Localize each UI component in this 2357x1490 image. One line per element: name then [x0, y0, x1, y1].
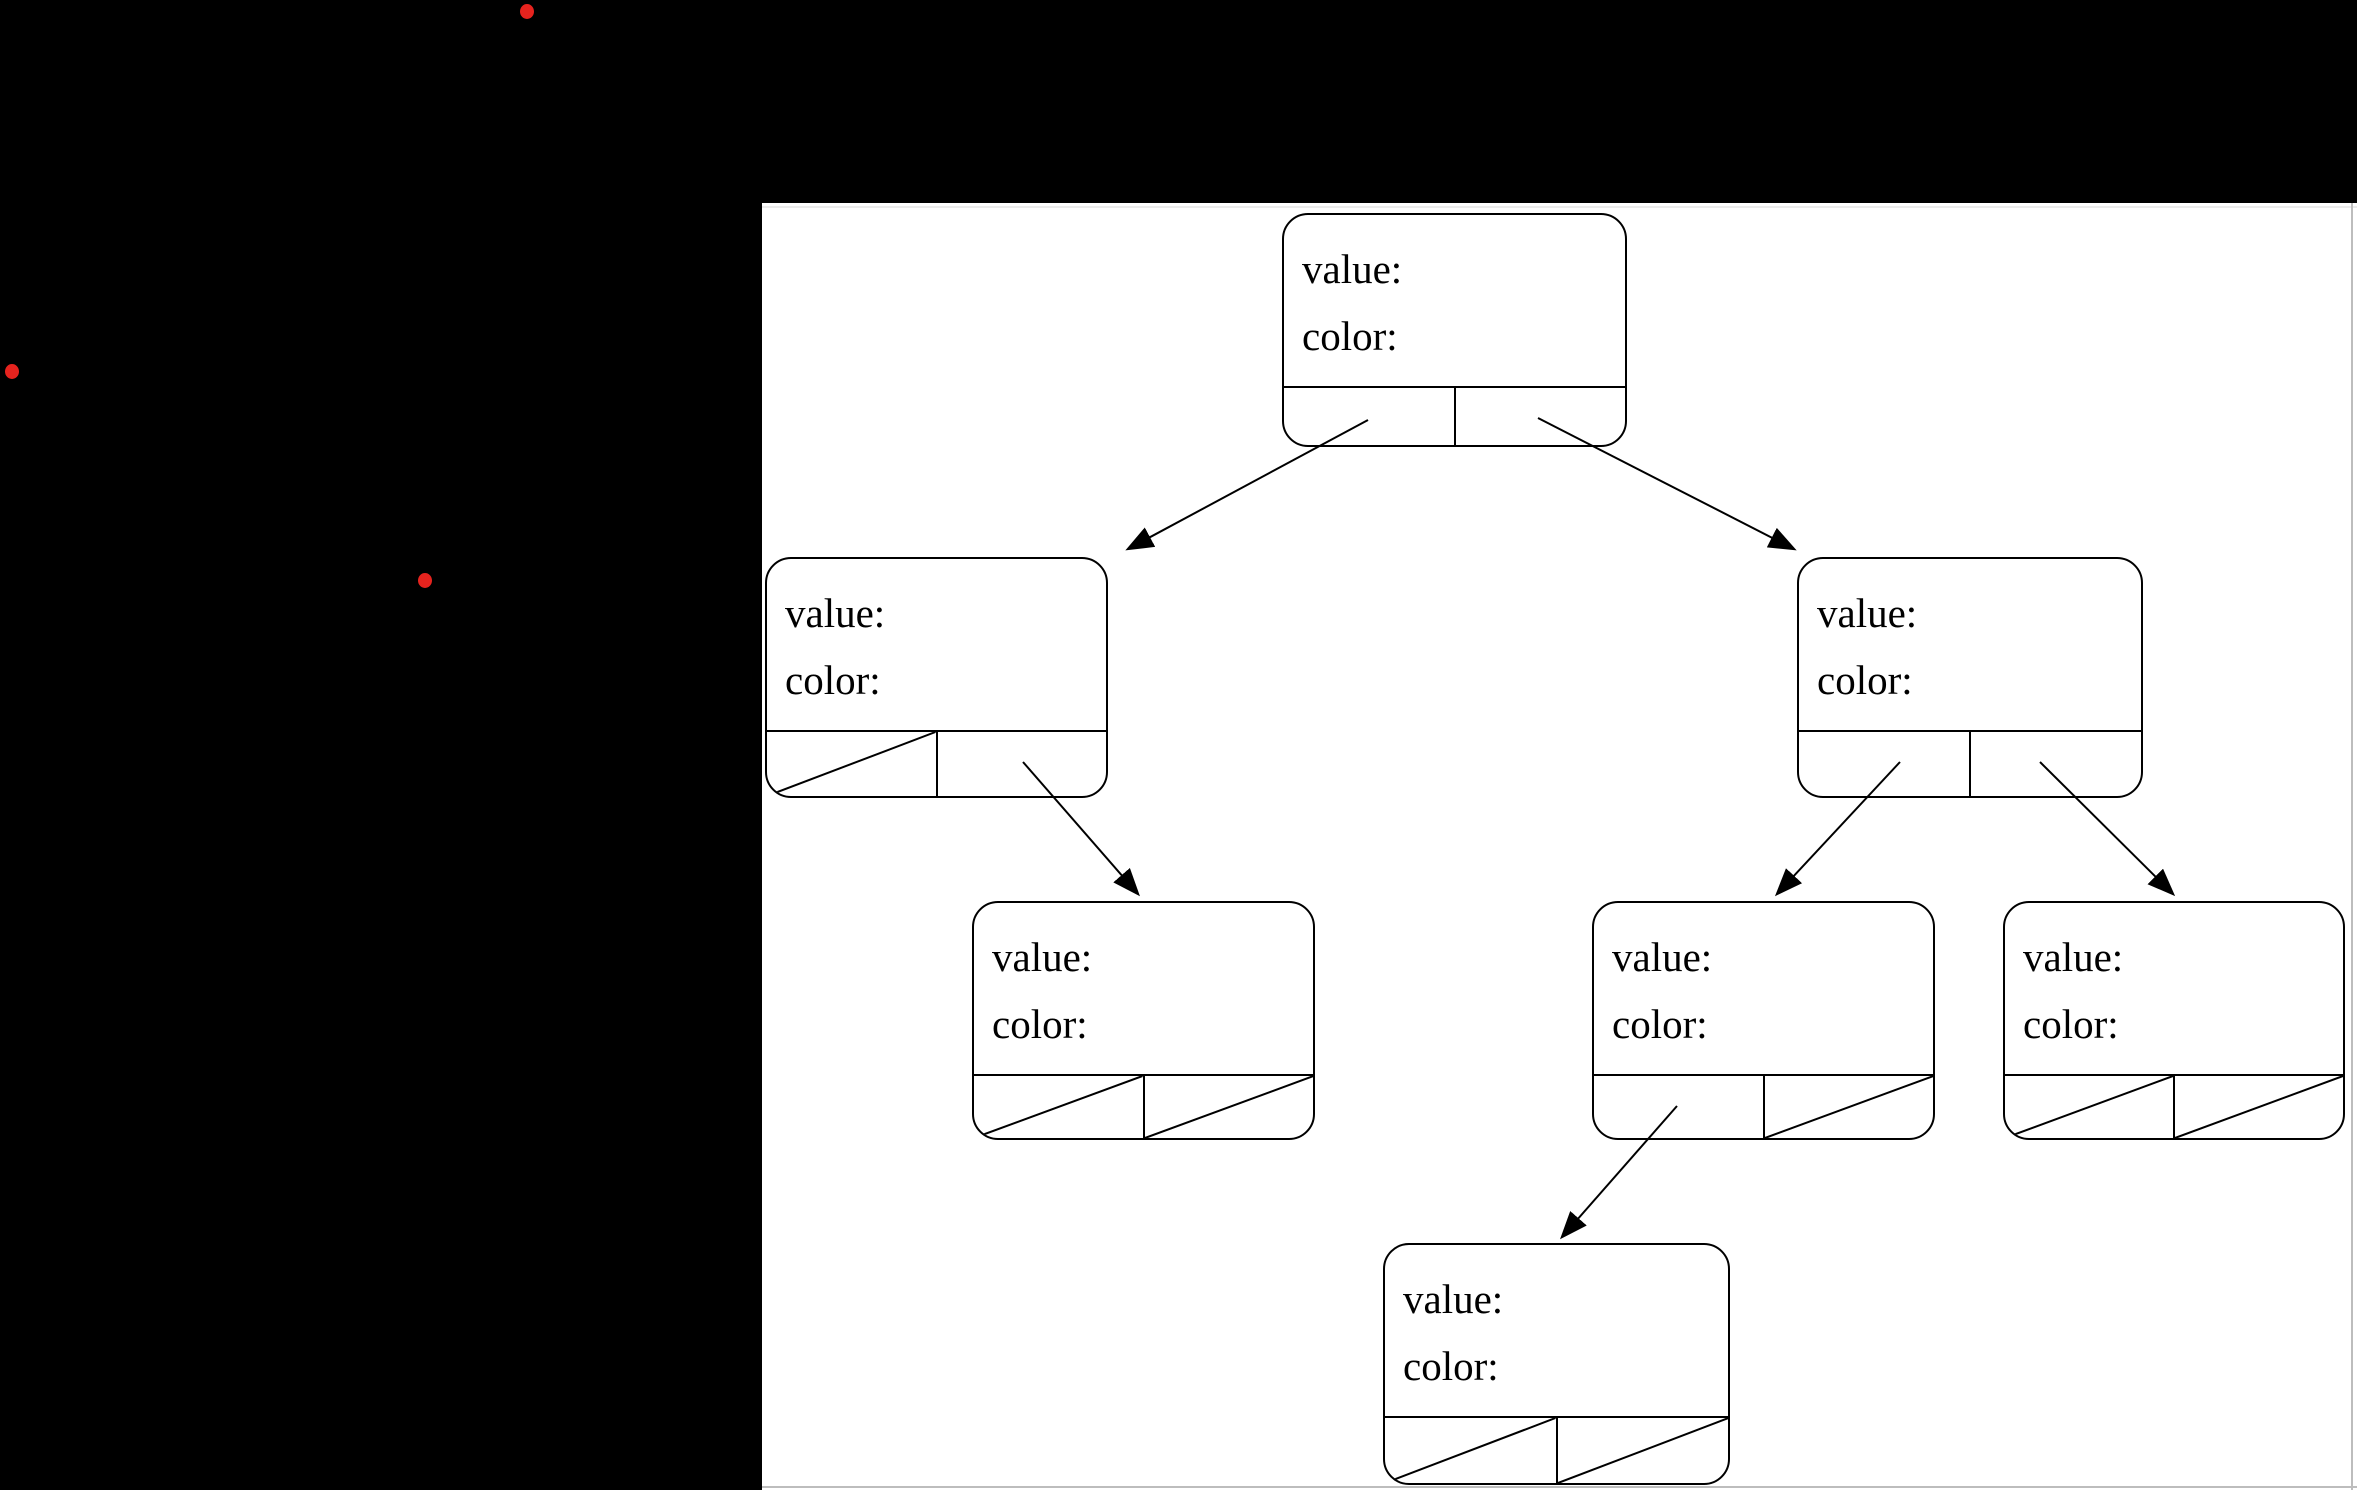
node-fields: value: color:	[1284, 215, 1625, 386]
null-pointer-slash	[2175, 1076, 2343, 1138]
value-field-label: value:	[2023, 934, 2124, 980]
node-fields: value: color:	[1385, 1245, 1728, 1416]
red-click-dot	[520, 4, 534, 19]
page-top-edge	[762, 206, 2357, 208]
tree-node-root: value: color:	[1282, 213, 1627, 447]
node-fields: value: color:	[1799, 559, 2141, 730]
null-pointer-slash	[1145, 1076, 1314, 1138]
right-pointer-cell-null	[1765, 1076, 1934, 1138]
right-pointer-cell-null	[1145, 1076, 1314, 1138]
color-field-label: color:	[1817, 657, 1913, 703]
pointer-cells	[1594, 1074, 1933, 1138]
tree-node-bottom-leaf: value: color:	[1383, 1243, 1730, 1485]
pointer-cells	[974, 1074, 1313, 1138]
left-pointer-cell-null	[767, 732, 938, 796]
right-pointer-cell	[938, 732, 1107, 796]
red-click-dot	[5, 364, 19, 379]
color-field-label: color:	[1403, 1343, 1499, 1389]
null-pointer-slash	[1385, 1418, 1556, 1483]
node-fields: value: color:	[974, 903, 1313, 1074]
left-pointer-cell	[1284, 388, 1456, 445]
value-field-label: value:	[785, 590, 886, 636]
right-pointer-cell	[1971, 732, 2141, 796]
tree-node-right-right-grandchild: value: color:	[2003, 901, 2345, 1140]
tree-node-left-child: value: color:	[765, 557, 1108, 798]
color-field-label: color:	[1302, 313, 1398, 359]
left-pointer-cell-null	[1385, 1418, 1558, 1483]
tree-node-right-child: value: color:	[1797, 557, 2143, 798]
node-fields: value: color:	[767, 559, 1106, 730]
left-pointer-cell	[1799, 732, 1971, 796]
null-pointer-slash	[767, 732, 936, 796]
left-pointer-cell-null	[974, 1076, 1145, 1138]
color-field-label: color:	[2023, 1001, 2119, 1047]
value-field-label: value:	[992, 934, 1093, 980]
color-field-label: color:	[992, 1001, 1088, 1047]
value-field-label: value:	[1612, 934, 1713, 980]
right-pointer-cell	[1456, 388, 1626, 445]
right-pointer-cell-null	[1558, 1418, 1729, 1483]
pointer-cells	[1385, 1416, 1728, 1483]
left-pointer-cell-null	[2005, 1076, 2175, 1138]
right-pointer-cell-null	[2175, 1076, 2343, 1138]
color-field-label: color:	[1612, 1001, 1708, 1047]
value-field-label: value:	[1817, 590, 1918, 636]
null-pointer-slash	[1558, 1418, 1729, 1483]
null-pointer-slash	[974, 1076, 1143, 1138]
pointer-cells	[1799, 730, 2141, 796]
node-fields: value: color:	[1594, 903, 1933, 1074]
null-pointer-slash	[1765, 1076, 1934, 1138]
tree-node-left-right-grandchild: value: color:	[972, 901, 1315, 1140]
pointer-cells	[767, 730, 1106, 796]
color-field-label: color:	[785, 657, 881, 703]
null-pointer-slash	[2005, 1076, 2173, 1138]
red-click-dot	[418, 573, 432, 588]
node-fields: value: color:	[2005, 903, 2343, 1074]
page-bottom-edge	[762, 1486, 2357, 1488]
left-pointer-cell	[1594, 1076, 1765, 1138]
page-right-edge	[2351, 203, 2353, 1490]
tree-node-right-left-grandchild: value: color:	[1592, 901, 1935, 1140]
value-field-label: value:	[1403, 1276, 1504, 1322]
pointer-cells	[1284, 386, 1625, 445]
pointer-cells	[2005, 1074, 2343, 1138]
value-field-label: value:	[1302, 246, 1403, 292]
